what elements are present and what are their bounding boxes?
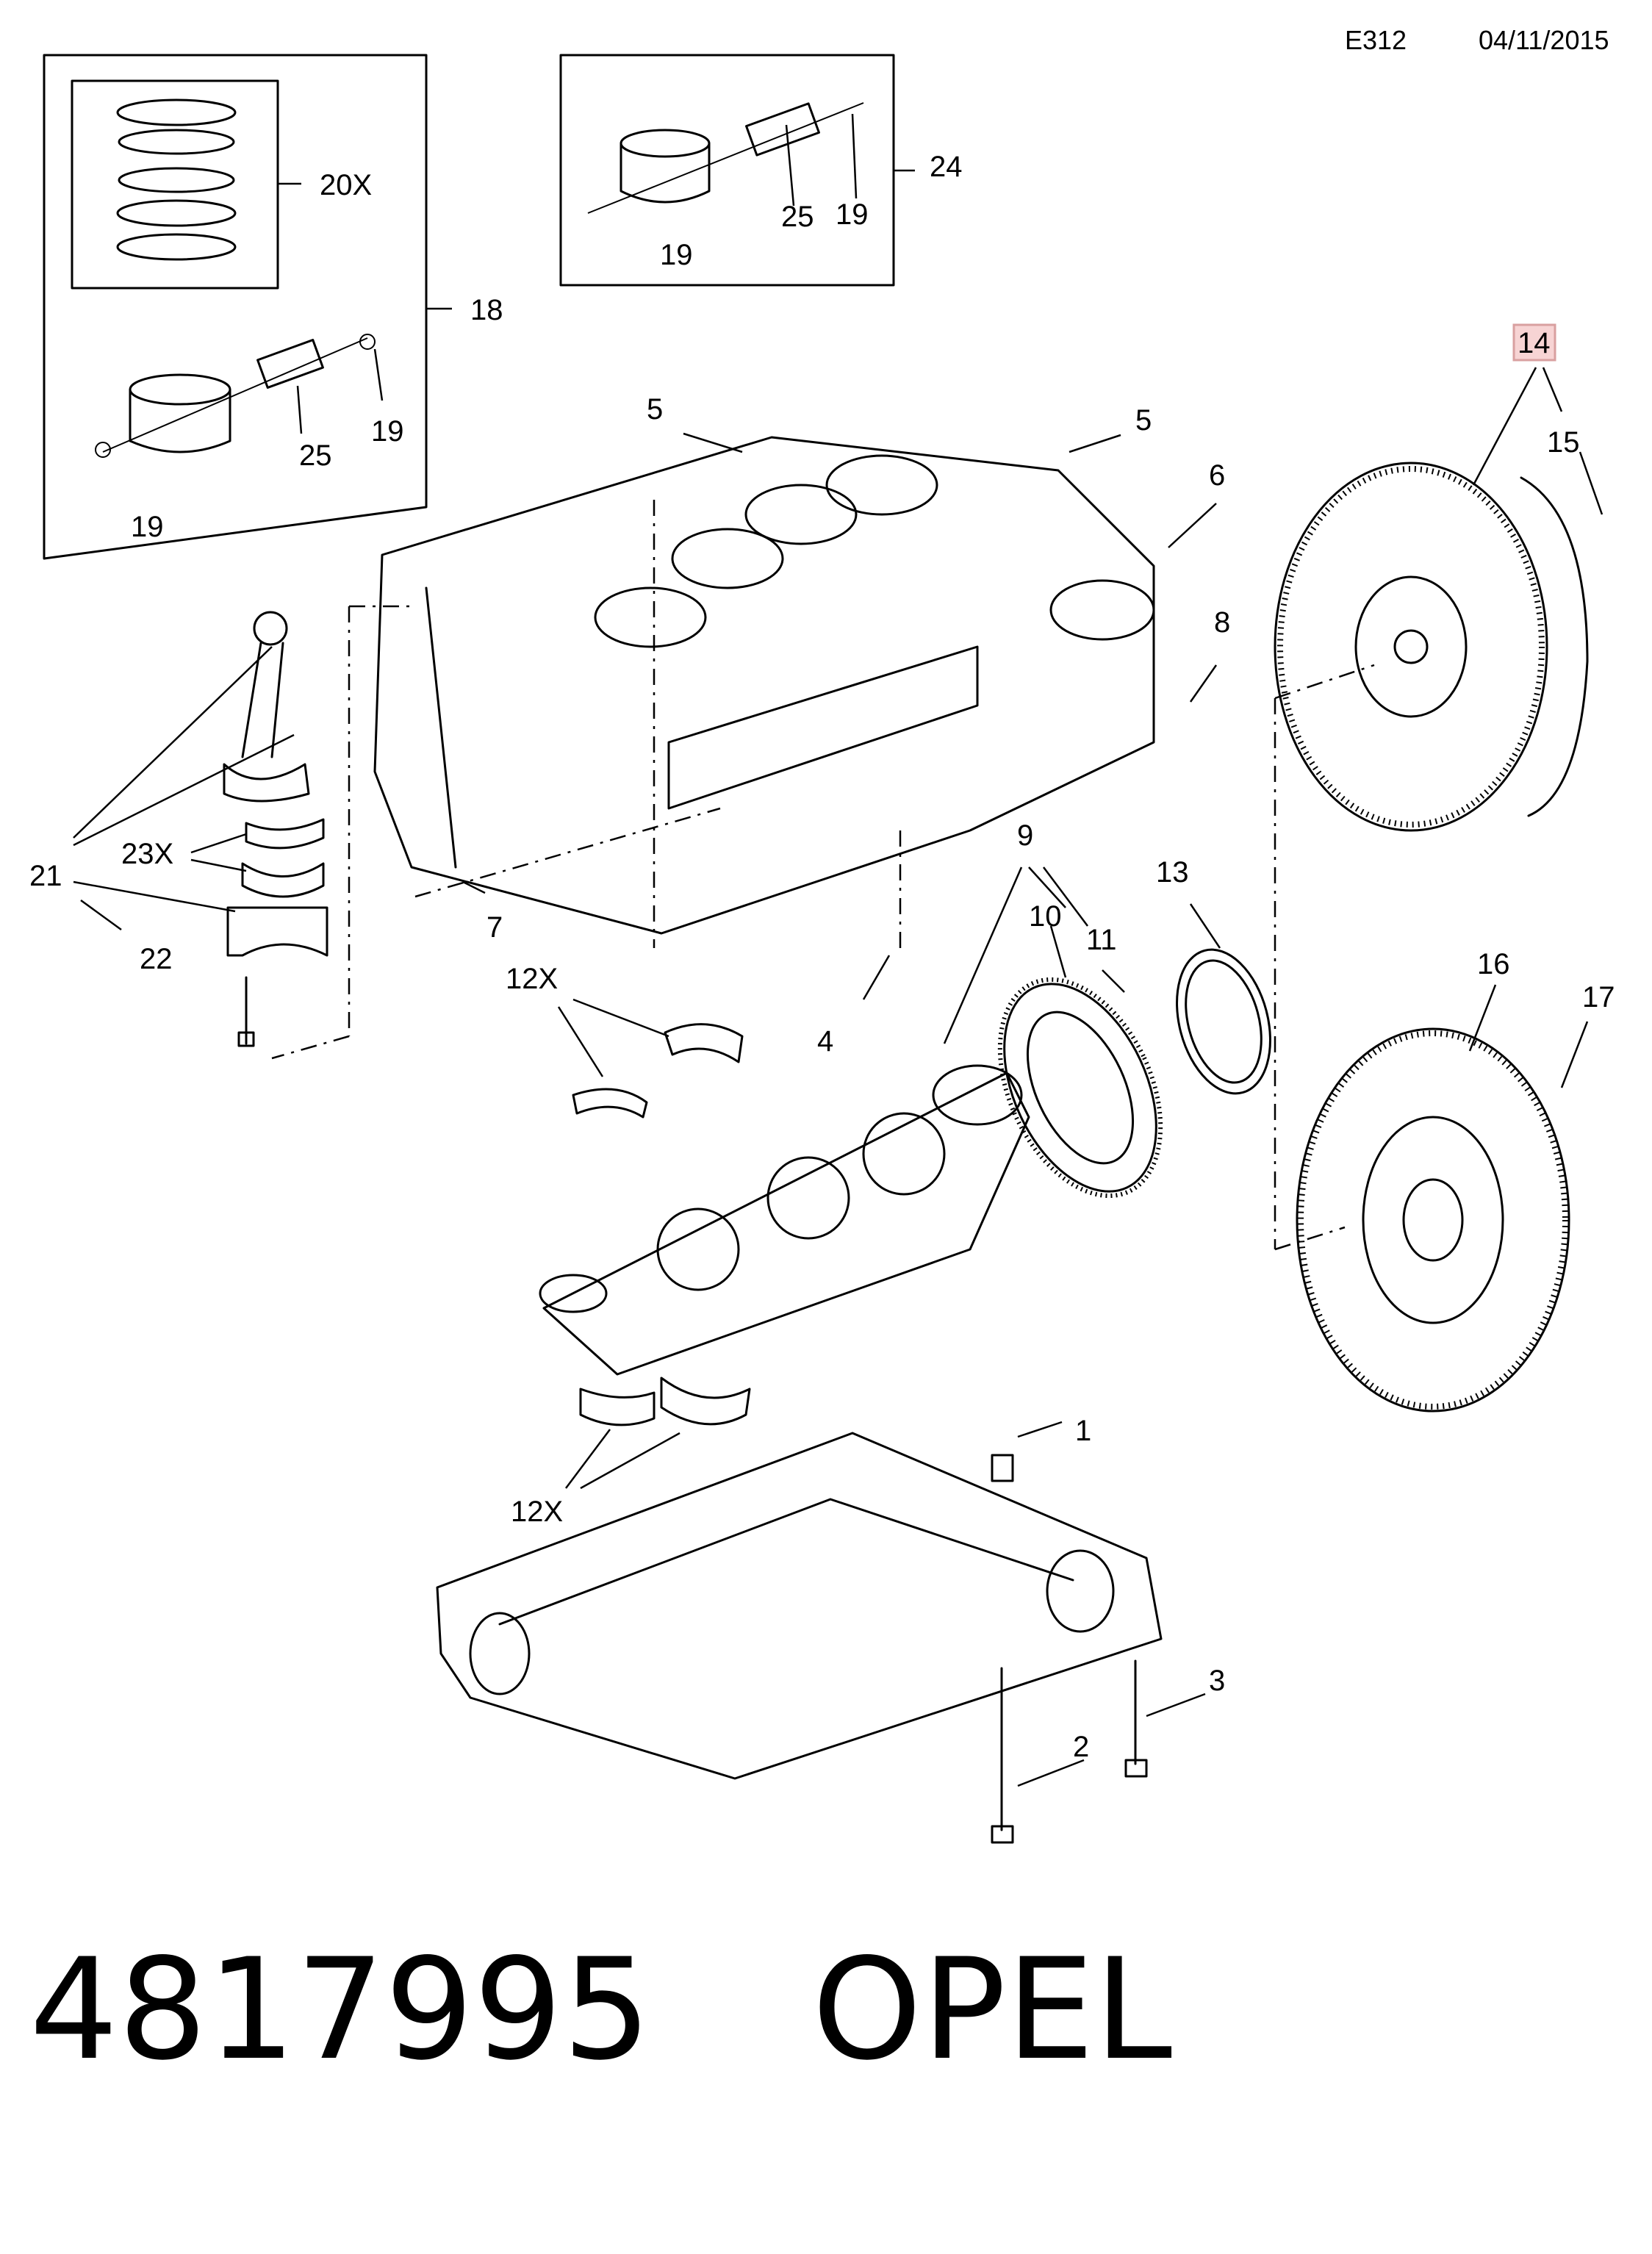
part-number: 4817995 bbox=[29, 1928, 652, 2091]
callout-10: 10 bbox=[1029, 900, 1062, 933]
callout-18: 18 bbox=[470, 294, 503, 326]
reluctor-ring bbox=[997, 977, 1163, 1199]
piston-rings-illustration bbox=[116, 98, 237, 261]
main-bearing-shells bbox=[572, 1023, 751, 1426]
piston-assembly-left bbox=[95, 334, 376, 458]
callout-5-left: 5 bbox=[647, 393, 663, 426]
callout-7: 7 bbox=[486, 911, 503, 944]
engine-block bbox=[373, 436, 1155, 935]
callout-20x: 20X bbox=[320, 169, 372, 201]
diagram-date: 04/11/2015 bbox=[1479, 25, 1609, 55]
piston-box-24 bbox=[559, 54, 915, 287]
callout-1: 1 bbox=[1075, 1415, 1091, 1447]
callout-19-box24-left: 19 bbox=[660, 239, 693, 271]
callout-3: 3 bbox=[1209, 1665, 1225, 1697]
callout-19-box24-right: 19 bbox=[836, 198, 869, 231]
callout-24: 24 bbox=[930, 151, 963, 183]
callout-12x-top: 12X bbox=[506, 963, 558, 995]
lower-crankcase bbox=[436, 1432, 1163, 1780]
callout-11: 11 bbox=[1086, 924, 1117, 956]
callout-13: 13 bbox=[1156, 856, 1189, 889]
flexplate-automatic bbox=[1296, 1027, 1570, 1413]
highlight-box bbox=[1512, 323, 1556, 362]
piston-kit-box-18 bbox=[43, 54, 452, 560]
callout-16: 16 bbox=[1477, 948, 1510, 980]
leader-lines bbox=[73, 113, 1603, 1787]
diagram-code: E312 bbox=[1345, 25, 1407, 55]
crankcase-bolts bbox=[991, 1454, 1148, 1844]
callout-14: 14 bbox=[1518, 327, 1551, 359]
callout-15: 15 bbox=[1547, 426, 1580, 459]
callout-22: 22 bbox=[140, 943, 173, 975]
callout-2: 2 bbox=[1073, 1731, 1089, 1763]
callout-19-box18-left: 19 bbox=[131, 511, 164, 543]
callout-9: 9 bbox=[1017, 819, 1033, 852]
callout-labels: 1 2 3 4 5 5 6 7 8 9 10 11 12X 12X 13 14 … bbox=[29, 151, 1615, 1763]
callout-23x: 23X bbox=[121, 838, 173, 870]
connecting-rod bbox=[223, 611, 328, 1047]
crankshaft bbox=[539, 1064, 1030, 1376]
callout-21: 21 bbox=[29, 860, 62, 892]
callout-5-right: 5 bbox=[1135, 404, 1152, 437]
callout-4: 4 bbox=[817, 1025, 833, 1058]
flywheel-manual bbox=[1274, 462, 1589, 832]
callout-17: 17 bbox=[1582, 981, 1615, 1013]
rear-main-seal bbox=[1176, 948, 1271, 1095]
brand-name: OPEL bbox=[812, 1928, 1173, 2091]
callout-25-box24: 25 bbox=[781, 201, 814, 233]
callout-25-box18: 25 bbox=[299, 439, 332, 472]
callout-8: 8 bbox=[1214, 606, 1230, 639]
callout-6: 6 bbox=[1209, 459, 1225, 492]
callout-12x-bottom: 12X bbox=[511, 1496, 563, 1528]
callout-19-box18-right: 19 bbox=[371, 415, 404, 448]
